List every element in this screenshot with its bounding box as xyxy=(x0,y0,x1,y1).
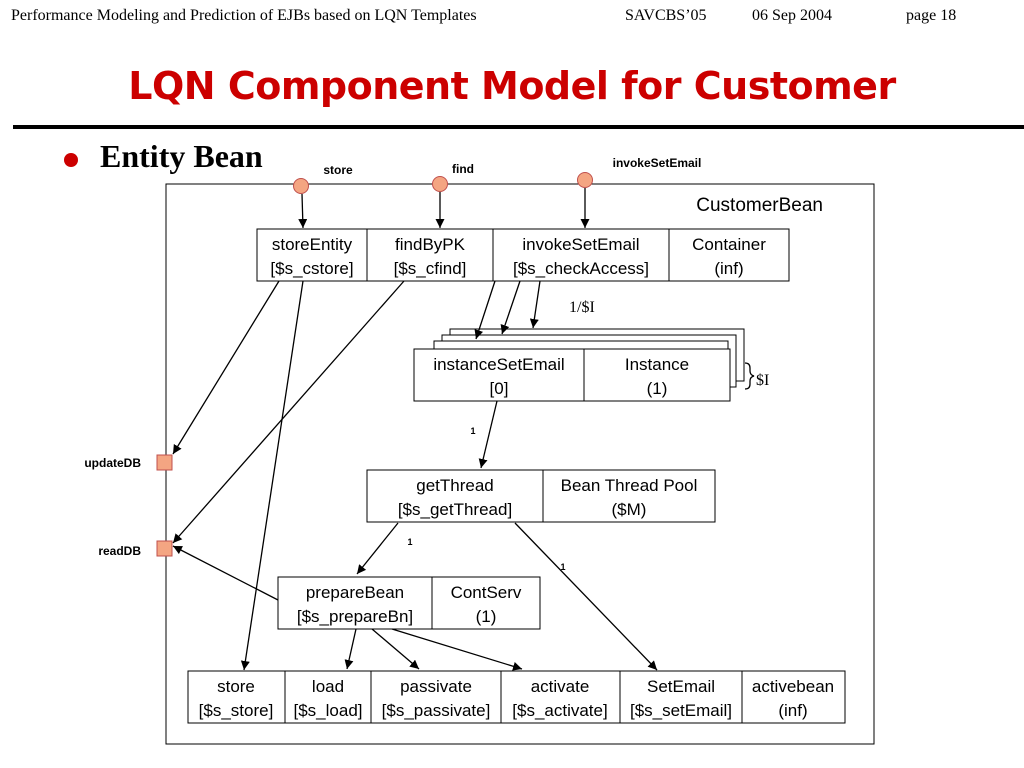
entry-storeEntity xyxy=(256,228,368,282)
call-label-getThread: 1 xyxy=(470,426,475,436)
task-contserv xyxy=(431,576,541,630)
entry-getThread-name: getThread xyxy=(416,476,494,495)
task-activebean-multiplicity: (inf) xyxy=(778,701,807,720)
entry-store xyxy=(187,670,286,724)
port-store-icon xyxy=(293,178,309,194)
entry-prepareBean xyxy=(277,576,433,630)
task-container xyxy=(668,228,790,282)
bullet-icon xyxy=(64,153,78,167)
row-container-service-task: prepareBean [$s_prepareBn] ContServ (1) xyxy=(277,576,541,630)
task-activebean-name: activebean xyxy=(752,677,834,696)
bullet-text: Entity Bean xyxy=(100,138,263,174)
header-conference: SAVCBS’05 xyxy=(625,7,707,24)
header-title: Performance Modeling and Prediction of E… xyxy=(11,7,477,24)
entry-store-demand: [$s_store] xyxy=(199,701,274,720)
arrow-getThread-to-prepareBean xyxy=(356,522,399,575)
port-label-updateDB: updateDB xyxy=(84,456,141,470)
entry-invokeSetEmail xyxy=(492,228,670,282)
arrow-getThread-to-setEmail xyxy=(514,522,658,671)
arrow-invoke-to-instance-3 xyxy=(529,280,541,329)
task-instance-multiplicity: (1) xyxy=(647,379,668,398)
port-label-find: find xyxy=(452,162,474,176)
port-label-invokeSetEmail: invokeSetEmail xyxy=(613,156,702,170)
entry-passivate-demand: [$s_passivate] xyxy=(382,701,491,720)
entry-getThread xyxy=(366,469,544,523)
port-readDB-icon xyxy=(156,540,173,557)
call-label-prepareBean: 1 xyxy=(407,537,412,547)
call-label-setEmail: 1 xyxy=(560,562,565,572)
entry-invokeSetEmail-demand: [$s_checkAccess] xyxy=(513,259,649,278)
header-page-number: page 18 xyxy=(906,7,957,24)
task-container-multiplicity: (inf) xyxy=(714,259,743,278)
entry-invokeSetEmail-name: invokeSetEmail xyxy=(522,235,639,254)
row-active-bean-task: store [$s_store] load [$s_load] passivat… xyxy=(187,670,846,724)
port-find-icon xyxy=(432,176,448,192)
arrow-storeEntity-to-updateDB xyxy=(172,280,280,455)
entry-prepareBean-name: prepareBean xyxy=(306,583,404,602)
task-instance xyxy=(583,348,731,402)
task-container-name: Container xyxy=(692,235,766,254)
entry-instanceSetEmail xyxy=(413,348,585,402)
arrow-prepareBean-to-passivate xyxy=(371,628,420,670)
instance-ratio-label: 1/$I xyxy=(569,299,595,316)
task-activebean xyxy=(741,670,846,724)
task-bean-thread-pool xyxy=(542,469,716,523)
entry-getThread-demand: [$s_getThread] xyxy=(398,500,512,519)
multiplicity-brace-icon xyxy=(744,362,755,390)
entry-findByPK xyxy=(366,228,494,282)
arrow-store-to-storeEntity xyxy=(298,193,308,229)
port-invoke-icon xyxy=(577,172,593,188)
task-instance-name: Instance xyxy=(625,355,689,374)
entry-load-name: load xyxy=(312,677,344,696)
task-contserv-name: ContServ xyxy=(451,583,522,602)
entry-store-name: store xyxy=(217,677,255,696)
header-date: 06 Sep 2004 xyxy=(752,7,832,24)
slide-title: LQN Component Model for Customer xyxy=(128,64,896,108)
entry-instanceSetEmail-name: instanceSetEmail xyxy=(433,355,564,374)
row-instance-task: instanceSetEmail [0] Instance (1) xyxy=(413,348,731,402)
entry-activate-demand: [$s_activate] xyxy=(512,701,607,720)
row-container-task: storeEntity [$s_cstore] findByPK [$s_cfi… xyxy=(256,228,790,282)
entry-prepareBean-demand: [$s_prepareBn] xyxy=(297,607,413,626)
arrow-prepareBean-to-readDB xyxy=(172,545,279,601)
row-thread-pool-task: getThread [$s_getThread] Bean Thread Poo… xyxy=(366,469,716,523)
entry-storeEntity-name: storeEntity xyxy=(272,235,353,254)
entry-passivate xyxy=(370,670,502,724)
entry-instanceSetEmail-demand: [0] xyxy=(490,379,509,398)
task-bean-thread-pool-multiplicity: ($M) xyxy=(612,500,647,519)
port-label-readDB: readDB xyxy=(98,544,141,558)
arrow-invoke-to-instance-2 xyxy=(500,280,521,335)
arrow-storeEntity-to-store xyxy=(240,280,304,671)
entry-activate xyxy=(500,670,621,724)
entry-setEmail-name: SetEmail xyxy=(647,677,715,696)
entry-activate-name: activate xyxy=(531,677,590,696)
arrow-invoke-to-instance-1 xyxy=(474,280,496,340)
port-updateDB-icon xyxy=(156,454,173,471)
entry-passivate-name: passivate xyxy=(400,677,472,696)
component-name: CustomerBean xyxy=(696,195,823,216)
instance-multiplicity-label: $I xyxy=(756,372,769,389)
arrow-instance-to-getThread xyxy=(478,400,498,469)
task-contserv-multiplicity: (1) xyxy=(476,607,497,626)
port-label-store: store xyxy=(323,163,353,177)
entry-findByPK-demand: [$s_cfind] xyxy=(394,259,467,278)
entry-load-demand: [$s_load] xyxy=(294,701,363,720)
arrow-prepareBean-to-load xyxy=(344,628,357,670)
arrow-prepareBean-to-activate xyxy=(391,628,523,671)
arrow-findByPK-to-readDB xyxy=(172,280,405,544)
title-rule xyxy=(13,125,1024,129)
entry-findByPK-name: findByPK xyxy=(395,235,466,254)
task-bean-thread-pool-name: Bean Thread Pool xyxy=(561,476,698,495)
entry-setEmail-demand: [$s_setEmail] xyxy=(630,701,732,720)
entry-storeEntity-demand: [$s_cstore] xyxy=(270,259,353,278)
